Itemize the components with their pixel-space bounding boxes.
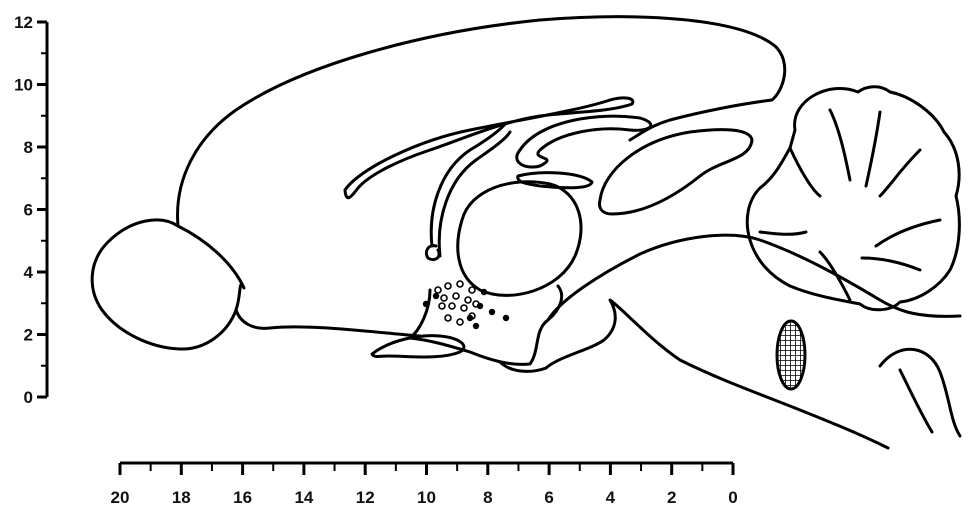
x-tick-label: 18 (172, 488, 191, 507)
fornix (431, 124, 510, 256)
inferior-colliculus (600, 130, 753, 214)
filled-marker (423, 301, 429, 307)
filled-marker (489, 309, 495, 315)
y-tick-label: 2 (24, 326, 33, 345)
filled-marker (477, 303, 483, 309)
open-marker (449, 303, 455, 309)
hatched-region (777, 321, 805, 389)
x-tick-label: 8 (483, 488, 492, 507)
filled-marker (433, 293, 439, 299)
open-marker (469, 287, 475, 293)
x-tick-label: 6 (544, 488, 553, 507)
x-tick-label: 14 (294, 488, 313, 507)
hippocampus (517, 116, 651, 167)
open-marker (465, 297, 471, 303)
open-marker (457, 281, 463, 287)
x-tick-label: 16 (233, 488, 252, 507)
y-tick-label: 8 (24, 138, 33, 157)
open-marker (457, 319, 463, 325)
filled-marker (473, 323, 479, 329)
x-tick-label: 4 (606, 488, 616, 507)
y-tick-label: 10 (14, 76, 33, 95)
x-tick-label: 0 (728, 488, 737, 507)
thalamus (458, 182, 581, 296)
filled-marker (503, 315, 509, 321)
x-tick-label: 10 (417, 488, 436, 507)
open-marker (445, 283, 451, 289)
open-marker (441, 295, 447, 301)
open-marker (453, 293, 459, 299)
filled-marker (481, 289, 487, 295)
y-tick-label: 12 (14, 13, 33, 32)
y-axis: 0 2 4 6 8 10 12 (14, 13, 47, 407)
cerebellum-folia (760, 110, 940, 300)
filled-marker (467, 315, 473, 321)
open-marker (461, 305, 467, 311)
open-marker (439, 303, 445, 309)
x-axis: 20181614121086420 (111, 463, 738, 507)
corpus-callosum (345, 98, 633, 198)
y-tick-label: 4 (24, 263, 34, 282)
x-tick-label: 12 (356, 488, 375, 507)
open-marker (445, 315, 451, 321)
medulla (880, 349, 960, 436)
olfactory-bulb (92, 220, 244, 349)
brain-outline (92, 17, 960, 448)
open-marker (435, 287, 441, 293)
anterior-commissure (426, 246, 439, 260)
ventral-border (236, 310, 420, 336)
hypothalamus (410, 286, 562, 364)
x-tick-label: 20 (111, 488, 130, 507)
brainstem (546, 235, 960, 448)
cerebellum (747, 87, 959, 310)
x-tick-label: 2 (667, 488, 676, 507)
y-tick-label: 6 (24, 201, 33, 220)
y-tick-label: 0 (24, 388, 33, 407)
